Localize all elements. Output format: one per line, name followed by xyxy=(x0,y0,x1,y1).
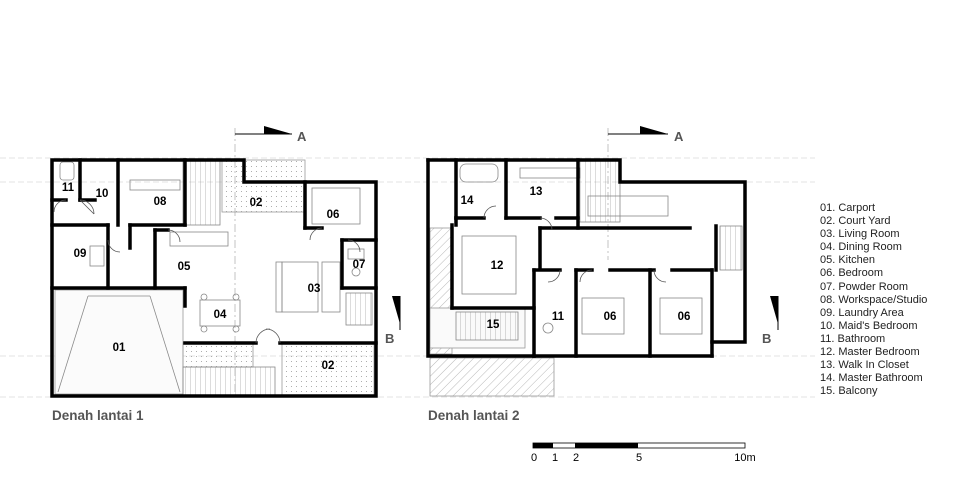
legend-item: 08. Workspace/Studio xyxy=(820,293,928,306)
carport-roof-lines xyxy=(57,295,181,393)
balcony-stair xyxy=(455,311,519,341)
stair-void xyxy=(577,159,621,223)
room-label: 15 xyxy=(487,319,500,331)
legend-item: 01. Carport xyxy=(820,202,876,214)
legend-item: 14. Master Bathroom xyxy=(820,372,923,385)
section-label-a: A xyxy=(297,129,307,144)
section-marker-b-floor-1: B xyxy=(385,296,401,346)
room-label: 08 xyxy=(154,196,167,208)
floor-2-room-labels: 14 13 12 15 11 06 06 xyxy=(461,186,691,331)
room-label: 06 xyxy=(678,311,691,323)
legend-item: 05. Kitchen xyxy=(820,254,876,267)
floor-1-title: Denah lantai 1 xyxy=(52,408,144,423)
stair-entry xyxy=(182,366,276,396)
room-label: 09 xyxy=(74,248,87,260)
legend-item: 15. Balcony xyxy=(820,385,878,398)
room-label: 10 xyxy=(96,188,109,200)
room-label: 04 xyxy=(214,309,227,321)
floor-2-doors xyxy=(483,205,667,283)
legend-item: 12. Master Bedroom xyxy=(820,346,920,359)
legend-item: 03. Living Room xyxy=(820,228,900,241)
room-label: 13 xyxy=(530,186,543,198)
legend-item: 06. Bedroom xyxy=(820,267,883,280)
room-label: 12 xyxy=(491,260,504,272)
section-marker-b-floor-2: B xyxy=(762,296,779,346)
legend-item: 10. Maid's Bedroom xyxy=(820,319,918,332)
courtyard-bottom xyxy=(281,342,375,396)
legend-item: 11. Bathroom xyxy=(820,332,886,345)
floor-2-plan: A B 14 13 12 15 11 06 06 xyxy=(426,126,779,397)
terrace-strip xyxy=(182,342,254,368)
room-label: 02 xyxy=(322,360,335,372)
room-label: 07 xyxy=(353,259,366,271)
floor-2-walls xyxy=(426,158,747,358)
room-label: 14 xyxy=(461,195,474,207)
section-marker-a-floor-1: A xyxy=(235,126,307,144)
scale-label: 0 xyxy=(531,452,537,464)
scale-label: 10m xyxy=(734,452,755,464)
section-label-a: A xyxy=(674,129,684,144)
furniture-floor-2 xyxy=(459,163,703,335)
room-label: 05 xyxy=(178,261,191,273)
room-label: 06 xyxy=(327,209,340,221)
legend-item: 13. Walk In Closet xyxy=(820,359,909,372)
stair-1 xyxy=(182,159,221,226)
scale-bar: 0 1 2 5 10m xyxy=(531,442,756,464)
courtyard-top xyxy=(221,159,306,213)
floor-1-plan: A B 11 10 08 02 06 09 05 07 03 04 01 02 xyxy=(50,126,401,398)
legend-item: 02. Court Yard xyxy=(820,215,891,228)
room-label: 03 xyxy=(308,283,321,295)
room-label: 01 xyxy=(113,342,126,354)
legend-item: 04. Dining Room xyxy=(820,241,902,254)
floor-1-doors xyxy=(53,199,361,344)
stair-right-2 xyxy=(719,225,743,271)
section-label-b: B xyxy=(385,331,394,346)
floor-1-walls xyxy=(50,158,378,398)
room-label: 02 xyxy=(250,197,263,209)
room-legend: 01. Carport 02. Court Yard 03. Living Ro… xyxy=(820,202,927,398)
section-marker-a-floor-2: A xyxy=(608,126,684,144)
section-label-b: B xyxy=(762,331,771,346)
furniture-floor-1 xyxy=(59,161,365,333)
room-label: 11 xyxy=(62,182,75,194)
legend-item: 09. Laundry Area xyxy=(820,306,904,319)
room-label: 11 xyxy=(552,311,565,323)
stair-right xyxy=(345,292,373,326)
floor-1-room-labels: 11 10 08 02 06 09 05 07 03 04 01 02 xyxy=(62,182,365,372)
scale-label: 5 xyxy=(636,452,642,464)
carport-area xyxy=(54,289,184,395)
floor-2-title: Denah lantai 2 xyxy=(428,408,520,423)
lower-roof-outline xyxy=(429,357,555,397)
scale-label: 2 xyxy=(573,452,579,464)
room-label: 06 xyxy=(604,311,617,323)
scale-label: 1 xyxy=(552,452,558,464)
legend-item: 07. Powder Room xyxy=(820,280,909,293)
